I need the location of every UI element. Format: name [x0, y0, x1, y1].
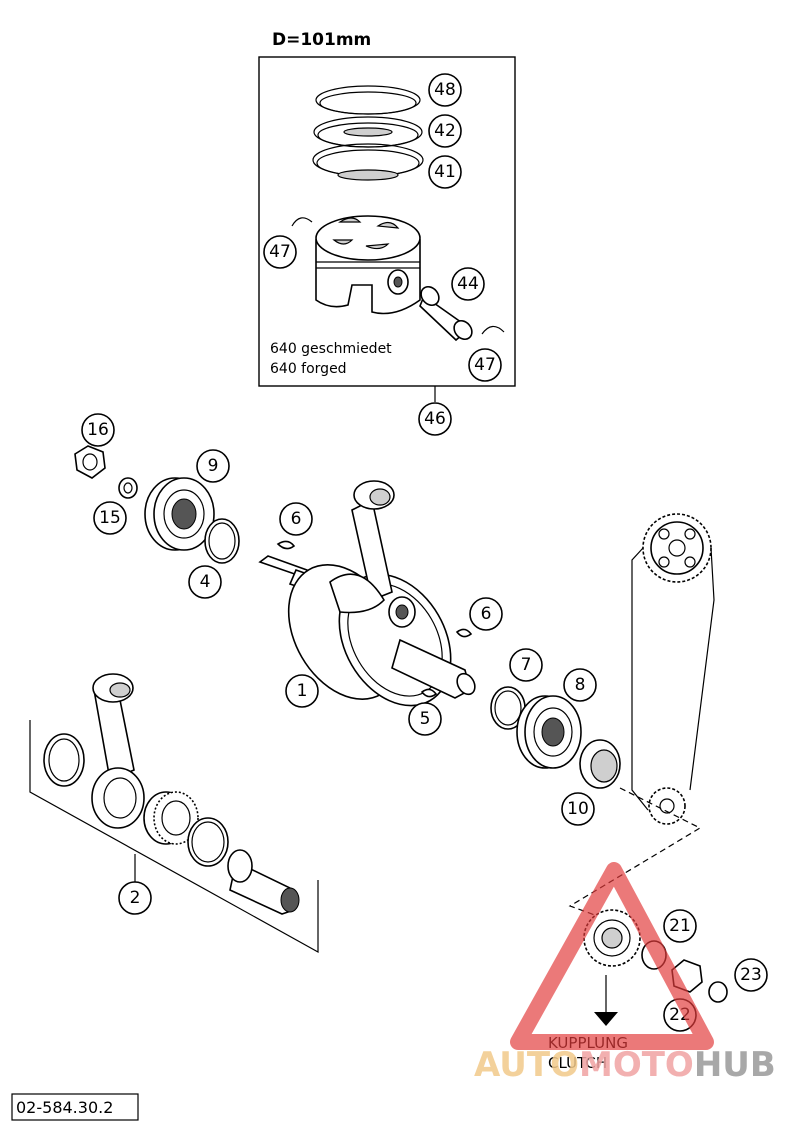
shim-4-inner — [208, 522, 236, 560]
bushing-23 — [708, 981, 728, 1003]
callout-1: 1 — [285, 674, 319, 708]
callout-6-right: 6 — [469, 597, 503, 631]
callout-23: 23 — [734, 958, 768, 992]
callout-8: 8 — [563, 668, 597, 702]
woodruff-key-6b — [455, 628, 473, 638]
svg-text:44: 44 — [457, 274, 479, 294]
callout-10: 10 — [561, 792, 595, 826]
callout-16: 16 — [81, 413, 115, 447]
svg-text:7: 7 — [521, 655, 532, 675]
svg-text:6: 6 — [481, 604, 492, 624]
callout-4: 4 — [188, 565, 222, 599]
watermark-triangle-icon — [510, 862, 714, 1050]
svg-text:4: 4 — [200, 572, 211, 592]
svg-text:2: 2 — [130, 888, 141, 908]
svg-text:47: 47 — [474, 355, 496, 375]
shim-7-inner — [494, 690, 522, 726]
callout-7: 7 — [509, 648, 543, 682]
clutch-label-en: CLUTCH — [548, 1054, 607, 1072]
timing-chain — [631, 513, 715, 825]
seal-10 — [579, 739, 621, 789]
crankshaft — [258, 480, 476, 707]
piston-group: 640 geschmiedet 640 forged — [258, 56, 516, 387]
needle-bearing — [143, 791, 199, 845]
callout-41: 41 — [428, 155, 462, 189]
circlip-lower — [481, 325, 505, 335]
shim-4 — [204, 518, 240, 564]
svg-text:10: 10 — [567, 799, 589, 819]
svg-text:9: 9 — [208, 456, 219, 476]
svg-text:02-584.30.2: 02-584.30.2 — [16, 1098, 113, 1117]
callout-47-lower: 47 — [468, 348, 502, 382]
svg-text:42: 42 — [434, 121, 456, 141]
callout-46: 46 — [418, 402, 452, 436]
svg-text:6: 6 — [291, 509, 302, 529]
callout-9: 9 — [196, 449, 230, 483]
piston-caption-en: 640 forged — [270, 361, 347, 377]
svg-text:46: 46 — [424, 409, 446, 429]
piston-ring-42 — [313, 116, 423, 148]
woodruff-key-6a — [276, 540, 296, 550]
svg-text:23: 23 — [740, 965, 762, 985]
piston — [315, 215, 421, 315]
watermark: AUTOMOTOHUB — [474, 862, 776, 1085]
part-number-label: 02-584.30.2 — [11, 1093, 139, 1121]
callout-42: 42 — [428, 114, 462, 148]
piston-pin — [419, 285, 473, 342]
callout-21: 21 — [663, 909, 697, 943]
watermark-text: AUTOMOTOHUB — [474, 1045, 776, 1085]
diameter-label: D=101mm — [272, 30, 371, 50]
svg-text:48: 48 — [434, 80, 456, 100]
conrod-set-2 — [29, 673, 319, 954]
bearing-9 — [144, 477, 215, 551]
bearing-8 — [516, 695, 582, 769]
callout-47-upper: 47 — [263, 235, 297, 269]
washer-15 — [118, 477, 138, 499]
callout-2: 2 — [118, 881, 152, 915]
svg-text:47: 47 — [269, 242, 291, 262]
svg-text:8: 8 — [575, 675, 586, 695]
svg-text:41: 41 — [434, 162, 456, 182]
arrow-down-icon — [594, 1012, 618, 1026]
piston-caption-de: 640 geschmiedet — [270, 341, 392, 357]
callout-48: 48 — [428, 73, 462, 107]
piston-ring-41 — [312, 143, 424, 181]
svg-text:1: 1 — [297, 681, 308, 701]
crank-pin — [227, 849, 300, 915]
svg-text:16: 16 — [87, 420, 109, 440]
piston-group-frame — [258, 56, 516, 387]
piston-ring-48 — [315, 85, 421, 115]
woodruff-key-5 — [420, 688, 438, 698]
callout-6-left: 6 — [279, 502, 313, 536]
circlip-upper — [291, 217, 313, 227]
callout-44: 44 — [451, 267, 485, 301]
svg-text:5: 5 — [420, 709, 431, 729]
nut-16 — [74, 445, 106, 479]
washer-15-hole — [123, 482, 133, 494]
svg-text:15: 15 — [99, 508, 121, 528]
callout-15: 15 — [93, 501, 127, 535]
svg-text:21: 21 — [669, 916, 691, 936]
callout-5: 5 — [408, 702, 442, 736]
